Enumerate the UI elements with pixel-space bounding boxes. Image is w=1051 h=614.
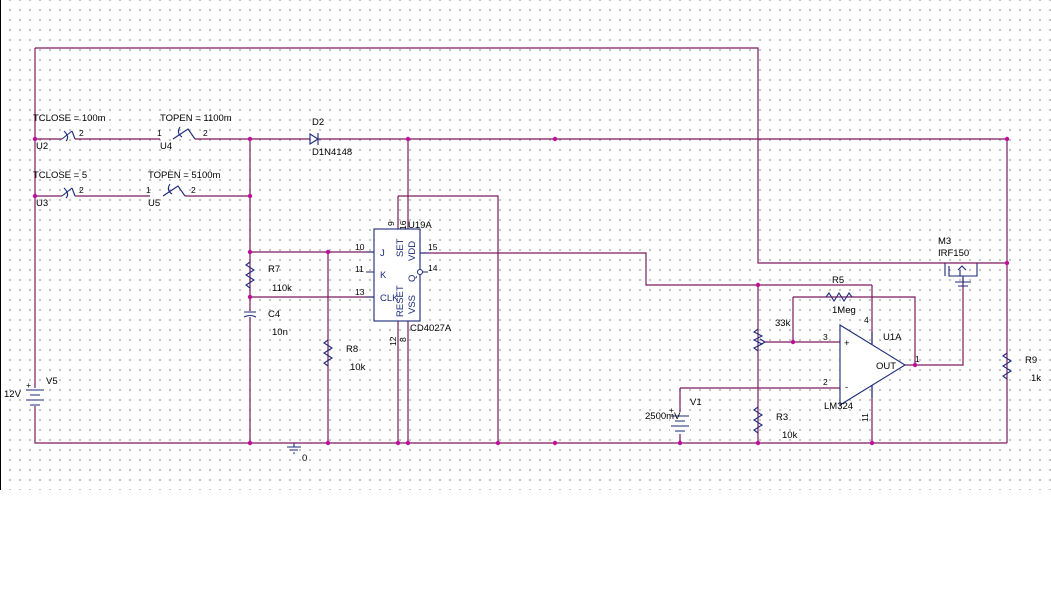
ground-symbol: 0 [287,443,307,464]
wires [34,47,1008,444]
ff-pin-13: 13 [355,287,365,297]
switch-u5[interactable]: TOPEN = 5100m U5 1 2 [146,170,221,209]
ff-ref: U19A [408,220,432,231]
ff-pin-j: J [380,248,385,259]
resistor-r8-value: 10k [350,362,366,373]
switch-u4-param: TOPEN = 1100m [160,113,232,124]
opamp-plus: + [844,338,850,349]
flipflop-u19a[interactable]: J K CLK 10 11 13 15 14 SET VDD RESET VSS… [355,220,452,346]
ff-pin-vdd: VDD [407,241,418,261]
canvas-left-border [0,0,1,490]
opamp-part: LM324 [824,401,853,412]
schematic-drawing: TCLOSE = 100m U2 2 TOPEN = 1100m U4 1 2 … [4,47,1041,464]
resistor-r5[interactable]: R5 1Meg [825,275,856,316]
resistor-r7[interactable]: R7 110k [244,261,292,294]
capacitor-c4-ref: C4 [268,309,280,320]
ff-pin-k: K [380,270,387,281]
ff-pin-12: 12 [388,336,398,346]
ground-label: 0 [302,453,307,464]
resistor-r3[interactable]: R3 10k [752,406,798,441]
resistor-r7-value: 110k [272,283,292,294]
battery-v5-value: 12V [4,389,22,400]
switch-u4[interactable]: TOPEN = 1100m U4 1 2 [157,113,232,152]
resistor-r9[interactable]: R9 1k [1001,352,1041,384]
resistor-r7-ref: R7 [268,264,280,275]
switch-u3-pin2: 2 [79,185,84,195]
opamp-pin4: 4 [864,315,869,325]
resistor-r8[interactable]: R8 10k [322,339,366,373]
switch-u2[interactable]: TCLOSE = 100m U2 2 [33,113,106,152]
svg-text:+: + [669,405,674,415]
capacitor-c4[interactable]: C4 10n [243,309,288,338]
switch-u3-param: TCLOSE = 5 [33,170,87,181]
switch-u4-ref: U4 [160,141,172,152]
resistor-r9-ref: R9 [1025,355,1037,366]
diode-d2[interactable]: D2 D1N4148 [309,117,352,158]
ff-pin-q: Q [407,275,418,282]
battery-v5[interactable]: + V5 12V [4,376,58,406]
ff-pin-8: 8 [398,337,408,342]
battery-v5-ref: V5 [46,376,58,387]
opamp-ref: U1A [883,332,902,343]
battery-v1[interactable]: + V1 2500mV [645,397,702,434]
diode-d2-value: D1N4148 [312,147,352,158]
svg-text:+: + [26,380,31,390]
opamp-pin11: 11 [860,413,870,422]
switch-u5-ref: U5 [148,198,160,209]
switch-u2-param: TCLOSE = 100m [33,113,106,124]
mosfet-part: IRF150 [938,248,969,259]
diode-d2-ref: D2 [312,117,324,128]
resistor-r3-ref: R3 [776,412,788,423]
switch-u3-ref: U3 [36,198,48,209]
opamp-pin2: 2 [823,377,828,387]
opamp-minus: - [845,382,848,393]
ff-part: CD4027A [410,323,452,334]
mosfet-m3[interactable]: M3 IRF150 [938,236,978,287]
schematic-canvas[interactable] [0,0,1051,490]
ff-pin-11: 11 [355,264,364,274]
resistor-r3-value: 10k [782,430,798,441]
ff-pin-9: 9 [386,221,396,226]
resistor-r9-value: 1k [1031,373,1041,384]
switch-u4-pin2: 2 [203,128,208,138]
battery-v1-value: 2500mV [645,411,681,422]
ff-pin-set: SET [395,238,406,257]
switch-u5-param: TOPEN = 5100m [148,170,221,181]
junction-dots [32,136,1010,446]
resistor-r8-ref: R8 [346,344,358,355]
switch-u2-ref: U2 [36,141,48,152]
pot-value: 33k [775,318,791,329]
ff-pin-10: 10 [355,242,365,252]
resistor-r5-value: 1Meg [832,305,856,316]
ff-pin-reset: RESET [395,285,406,317]
capacitor-c4-value: 10n [272,327,288,338]
ff-pin-clk: CLK [380,293,399,304]
opamp-u1a[interactable]: + - OUT 3 2 4 1 11 U1A LM324 [823,315,920,422]
opamp-pin3: 3 [823,332,828,342]
switch-u2-pin2: 2 [79,128,84,138]
ff-pin-14: 14 [428,263,438,273]
switch-u4-pin1: 1 [157,128,162,138]
switch-u5-pin2: 2 [191,185,196,195]
potentiometer-33k[interactable]: 33k [752,318,791,352]
ff-pin-vss: VSS [407,295,418,314]
battery-v1-ref: V1 [690,397,702,408]
ff-pin-16: 16 [398,220,408,230]
switch-u3[interactable]: TCLOSE = 5 U3 2 [33,170,87,209]
ff-pin-15: 15 [428,242,438,252]
mosfet-ref: M3 [938,236,951,247]
resistor-r5-ref: R5 [832,275,844,286]
opamp-out: OUT [876,361,896,372]
switch-u5-pin1: 1 [146,185,151,195]
opamp-pin1: 1 [915,354,920,364]
